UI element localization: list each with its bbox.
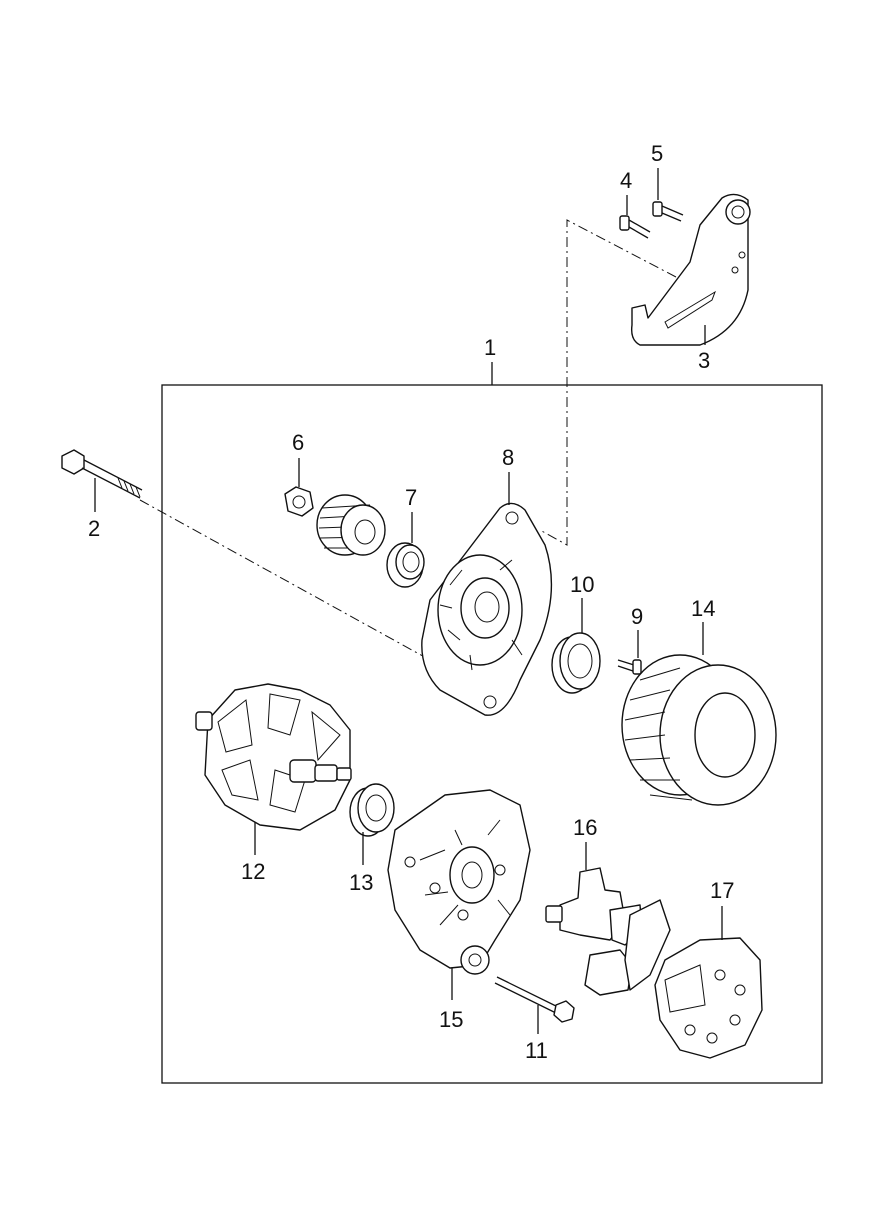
- callout-14: 14: [691, 596, 715, 621]
- rear-housing: [387, 789, 531, 975]
- spacer-ring: [386, 542, 425, 588]
- callout-5: 5: [651, 141, 663, 166]
- mounting-bracket: [630, 193, 751, 346]
- voltage-regulator: [545, 867, 671, 996]
- stator: [621, 654, 777, 806]
- callout-12: 12: [241, 859, 265, 884]
- callout-15: 15: [439, 1007, 463, 1032]
- alignment-line-bracket: [539, 219, 677, 546]
- pulley-nut: [284, 486, 314, 517]
- rear-cover: [654, 937, 763, 1059]
- callout-11: 11: [525, 1038, 548, 1063]
- callout-4: 4: [620, 168, 632, 193]
- callout-1: 1: [484, 335, 496, 360]
- callout-7: 7: [405, 485, 417, 510]
- through-bolt: [61, 449, 143, 499]
- rotor: [195, 683, 352, 831]
- callout-17: 17: [710, 878, 734, 903]
- housing-screw: [617, 659, 642, 675]
- callout-9: 9: [631, 604, 643, 629]
- front-bearing: [551, 632, 601, 694]
- callout-13: 13: [349, 870, 373, 895]
- callout-6: 6: [292, 430, 304, 455]
- pulley: [316, 494, 386, 556]
- front-housing: [421, 502, 553, 716]
- callout-10: 10: [570, 572, 594, 597]
- bolt-5: [652, 201, 684, 222]
- bolt-4: [619, 215, 651, 239]
- callout-8: 8: [502, 445, 514, 470]
- callout-16: 16: [573, 815, 597, 840]
- alignment-line-bolt: [139, 499, 431, 661]
- callout-2: 2: [88, 516, 100, 541]
- rear-bolt: [494, 976, 575, 1023]
- rear-bearing: [349, 783, 395, 837]
- callout-3: 3: [698, 348, 710, 373]
